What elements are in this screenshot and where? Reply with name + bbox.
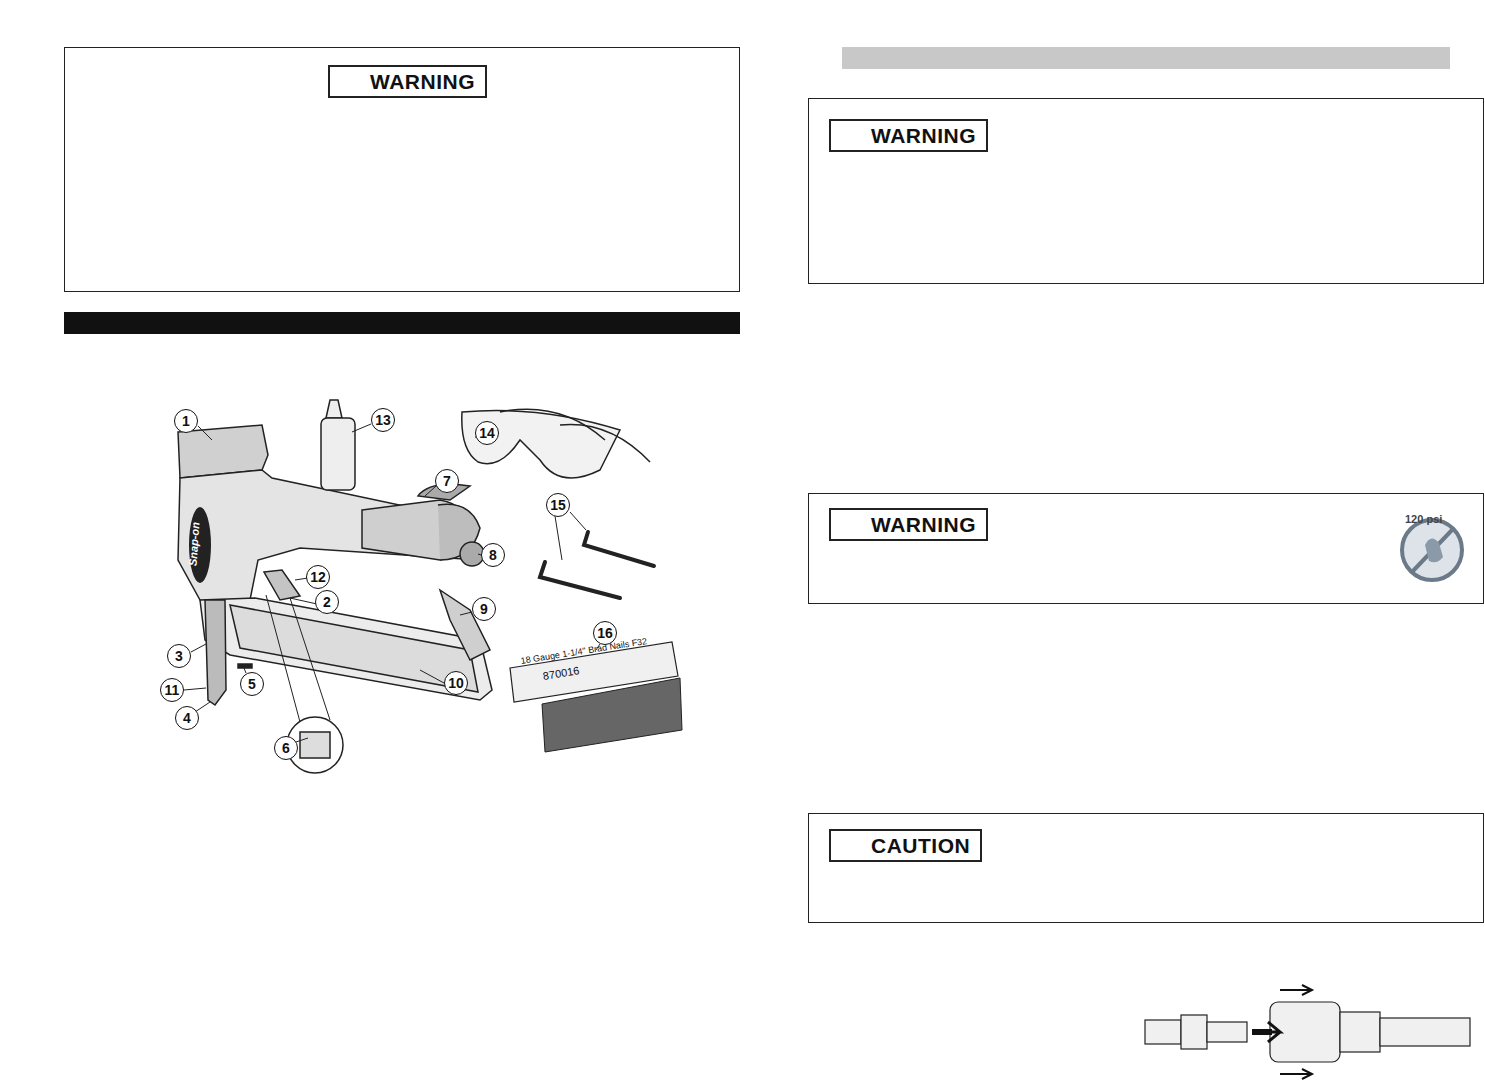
section-bar <box>64 312 740 334</box>
callout-number: 2 <box>323 595 331 609</box>
callout-number: 5 <box>248 677 256 691</box>
callout-circle: 15 <box>546 493 570 517</box>
callout-number: 11 <box>165 683 180 697</box>
callout-circle: 10 <box>444 671 468 695</box>
callout-number: 6 <box>282 741 290 755</box>
section-bar <box>842 47 1450 69</box>
warning-box: WARNING <box>808 98 1484 284</box>
callout-number: 12 <box>310 570 326 584</box>
callout-number: 1 <box>182 414 190 428</box>
callout-circle: 1 <box>174 409 198 433</box>
callout-number: 7 <box>443 474 451 488</box>
signal-word: CAUTION <box>829 829 982 862</box>
callout-number: 14 <box>479 426 495 440</box>
callout-circle: 13 <box>371 408 395 432</box>
callout-number: 13 <box>375 413 391 427</box>
callout-number: 10 <box>448 676 464 690</box>
warning-box: CAUTION <box>808 813 1484 923</box>
signal-word: WARNING <box>328 65 487 98</box>
callout-circle: 4 <box>175 706 199 730</box>
callout-number: 9 <box>480 602 488 616</box>
callout-circle: 11 <box>160 678 184 702</box>
pressure-label: 120 psi <box>1405 513 1442 525</box>
callout-number: 15 <box>550 498 566 512</box>
callout-circle: 5 <box>240 672 264 696</box>
callout-circle: 9 <box>472 597 496 621</box>
callout-circle: 14 <box>475 421 499 445</box>
callout-number: 16 <box>597 626 613 640</box>
part-number: 870016 <box>542 664 580 682</box>
nail-package: 18 Gauge 1-1/4" Brad Nails F32870016 <box>512 646 672 700</box>
callout-number: 4 <box>183 711 191 725</box>
callout-circle: 8 <box>481 543 505 567</box>
package-text: 18 Gauge 1-1/4" Brad Nails F32 <box>520 636 648 666</box>
callout-circle: 6 <box>274 736 298 760</box>
callout-circle: 12 <box>306 565 330 589</box>
callout-number: 8 <box>489 548 497 562</box>
warning-box: WARNING <box>808 493 1484 604</box>
warning-box: WARNING <box>64 47 740 292</box>
callout-circle: 7 <box>435 469 459 493</box>
signal-word: WARNING <box>829 119 988 152</box>
signal-word: WARNING <box>829 508 988 541</box>
callout-number: 3 <box>175 649 183 663</box>
callout-circle: 3 <box>167 644 191 668</box>
callout-circle: 2 <box>315 590 339 614</box>
